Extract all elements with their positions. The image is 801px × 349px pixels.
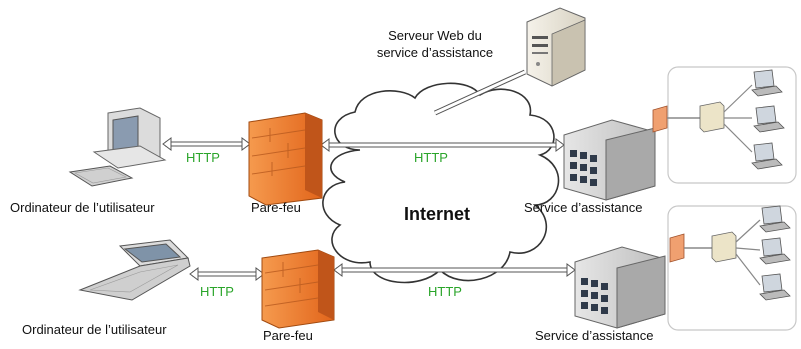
service-label-bottom: Service d’assistance bbox=[535, 328, 654, 343]
user-computer-label-bottom: Ordinateur de l’utilisateur bbox=[22, 322, 167, 337]
connection-bottom-right bbox=[333, 263, 576, 277]
workstation-icon bbox=[751, 142, 783, 170]
workstation-icon bbox=[759, 237, 791, 265]
office-building-icon bbox=[574, 246, 666, 329]
firewall-icon bbox=[261, 249, 335, 329]
connection-bottom-left bbox=[189, 267, 265, 281]
web-server-label-line2: service d’assistance bbox=[376, 45, 494, 60]
router-icon bbox=[652, 84, 753, 153]
web-server-label-line1: Serveur Web du bbox=[388, 28, 482, 43]
router-icon bbox=[669, 219, 761, 286]
cloud-icon bbox=[322, 82, 560, 284]
workstation-icon bbox=[759, 205, 791, 233]
connection-top-right bbox=[320, 138, 565, 152]
firewall-icon bbox=[248, 112, 323, 206]
http-label-top-left: HTTP bbox=[186, 150, 220, 165]
laptop-icon bbox=[78, 239, 191, 301]
connection-web-server bbox=[433, 69, 527, 116]
internet-label: Internet bbox=[404, 204, 471, 224]
service-label-top: Service d’assistance bbox=[524, 200, 643, 215]
workstation-icon bbox=[751, 69, 783, 97]
workstation-icon bbox=[759, 273, 791, 301]
http-label-bottom-right: HTTP bbox=[428, 284, 462, 299]
lan-box-bottom bbox=[667, 205, 797, 331]
http-label-bottom-left: HTTP bbox=[200, 284, 234, 299]
server-tower-icon bbox=[526, 7, 586, 87]
http-label-top-right: HTTP bbox=[414, 150, 448, 165]
connection-top-left bbox=[162, 137, 251, 151]
office-building-icon bbox=[563, 119, 656, 201]
workstation-icon bbox=[753, 105, 785, 133]
desktop-computer-icon bbox=[68, 107, 167, 187]
firewall-label-top: Pare-feu bbox=[251, 200, 301, 215]
user-computer-label-top: Ordinateur de l’utilisateur bbox=[10, 200, 155, 215]
firewall-label-bottom: Pare-feu bbox=[263, 328, 313, 343]
